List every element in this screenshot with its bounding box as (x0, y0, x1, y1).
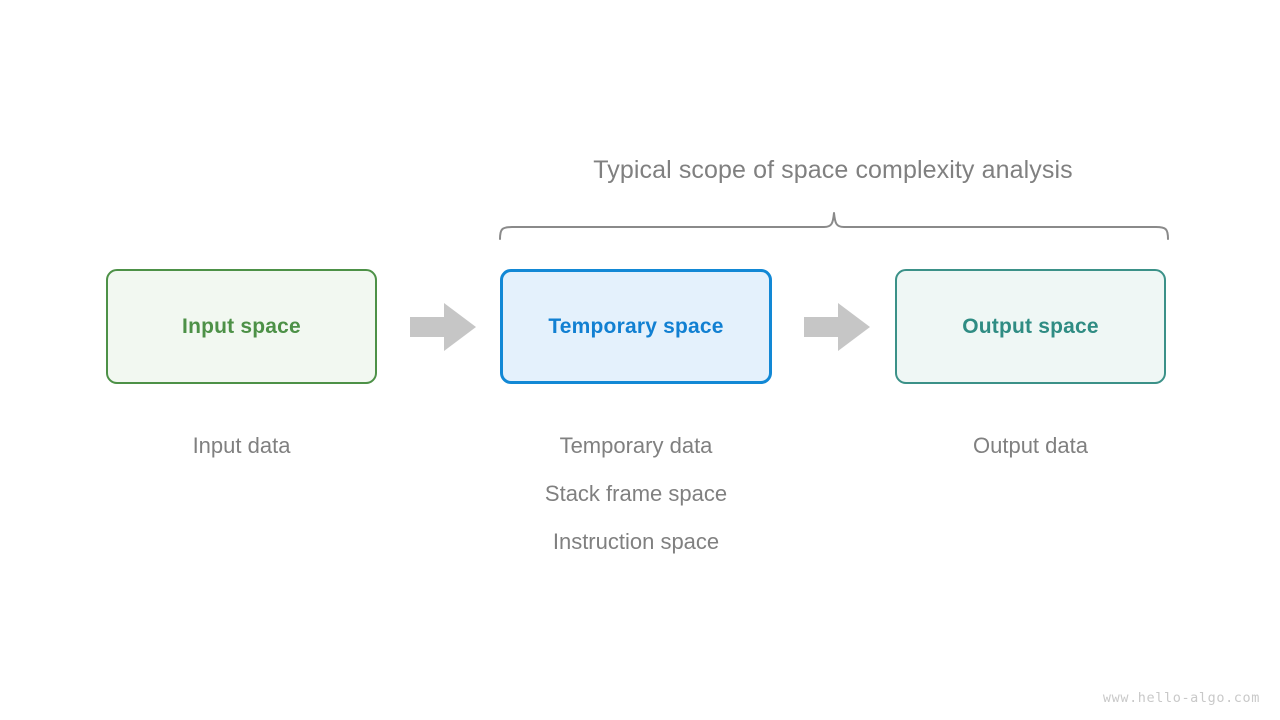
brace-icon (499, 212, 1169, 240)
stage-box-input-label: Input space (182, 314, 301, 338)
caption-group-temporary: Temporary data Stack frame space Instruc… (500, 422, 772, 566)
stage-box-temporary-label: Temporary space (548, 314, 724, 338)
caption-group-output: Output data (895, 422, 1166, 470)
stage-box-temporary[interactable]: Temporary space (500, 269, 772, 384)
caption-stack-frame-space: Stack frame space (544, 481, 728, 506)
scope-brace (496, 205, 1172, 241)
stage-box-output[interactable]: Output space (895, 269, 1166, 384)
stage-box-input[interactable]: Input space (106, 269, 377, 384)
caption-group-input: Input data (106, 422, 377, 470)
right-arrow-icon (410, 303, 476, 351)
watermark: www.hello-algo.com (1102, 690, 1260, 706)
caption-input-data: Input data (192, 433, 291, 458)
caption-output-data: Output data (973, 433, 1088, 458)
arrow-temporary-to-output (804, 303, 870, 351)
stage-box-output-label: Output space (962, 314, 1099, 338)
caption-temporary-data: Temporary data (559, 433, 713, 458)
arrow-input-to-temporary (410, 303, 476, 351)
right-arrow-icon (804, 303, 870, 351)
scope-caption: Typical scope of space complexity analys… (593, 156, 1073, 184)
caption-instruction-space: Instruction space (552, 529, 720, 554)
